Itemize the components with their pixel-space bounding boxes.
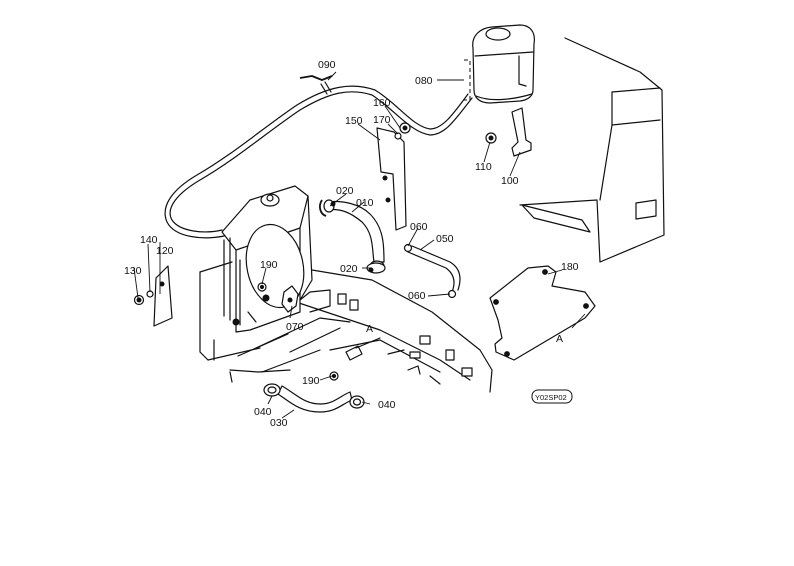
label-060-upper: 060 (410, 221, 428, 233)
leader-lines (133, 71, 586, 419)
frame-chassis (199, 261, 493, 393)
label-ref-a-right: A (556, 333, 563, 345)
part-070 (281, 285, 299, 313)
label-180: 180 (561, 261, 579, 273)
label-050: 050 (436, 233, 454, 245)
engine-hood (519, 37, 665, 263)
label-020-lower: 020 (340, 263, 358, 275)
label-190-upper: 190 (260, 259, 278, 271)
diagram-code-badge: Y02SP02 (531, 389, 573, 404)
tank-bracket (511, 107, 532, 157)
hose-clamp-020-lower (366, 262, 386, 274)
label-110: 110 (475, 161, 492, 173)
label-190-lower: 190 (302, 375, 320, 387)
bolt-190-lower (329, 371, 339, 381)
plate-180 (489, 265, 596, 361)
overflow-hose (169, 91, 473, 233)
bolt-190-upper (257, 282, 267, 292)
hose-clamp-040-right (349, 395, 365, 409)
drain-hose (407, 245, 461, 293)
label-070: 070 (286, 321, 304, 333)
label-140: 140 (140, 234, 158, 246)
label-ref-a-left: A (366, 323, 373, 335)
hose-clip-090 (299, 75, 333, 95)
label-120: 120 (156, 245, 174, 257)
label-030: 030 (270, 417, 288, 429)
drain-cock (345, 337, 381, 361)
label-130: 130 (124, 265, 142, 277)
label-100: 100 (501, 175, 519, 187)
label-160: 160 (373, 97, 391, 109)
reserve-tank-dashed-bracket (464, 59, 471, 101)
label-060-lower: 060 (408, 290, 426, 302)
radiator-bracket (376, 127, 407, 231)
side-plate-120 (153, 265, 173, 327)
label-170: 170 (373, 114, 391, 126)
label-010: 010 (356, 197, 374, 209)
hose-clamp-040-left (263, 383, 281, 397)
label-040-left: 040 (254, 406, 272, 418)
part-labels: 090 080 160 170 150 110 100 020 010 060 … (124, 59, 579, 429)
label-090: 090 (318, 59, 336, 71)
tank-bolt-110 (485, 132, 497, 144)
diagram-code: Y02SP02 (535, 393, 567, 402)
hose-clip-060-upper (403, 243, 413, 253)
label-080: 080 (415, 75, 433, 87)
lower-radiator-hose (277, 385, 353, 413)
label-040-right: 040 (378, 399, 396, 411)
reserve-tank (472, 24, 535, 104)
bolt-160-170 (394, 122, 411, 140)
overflow-hose-inner (164, 85, 469, 239)
bolt-130-140 (133, 290, 154, 306)
label-150: 150 (345, 115, 363, 127)
label-020-upper: 020 (336, 185, 354, 197)
